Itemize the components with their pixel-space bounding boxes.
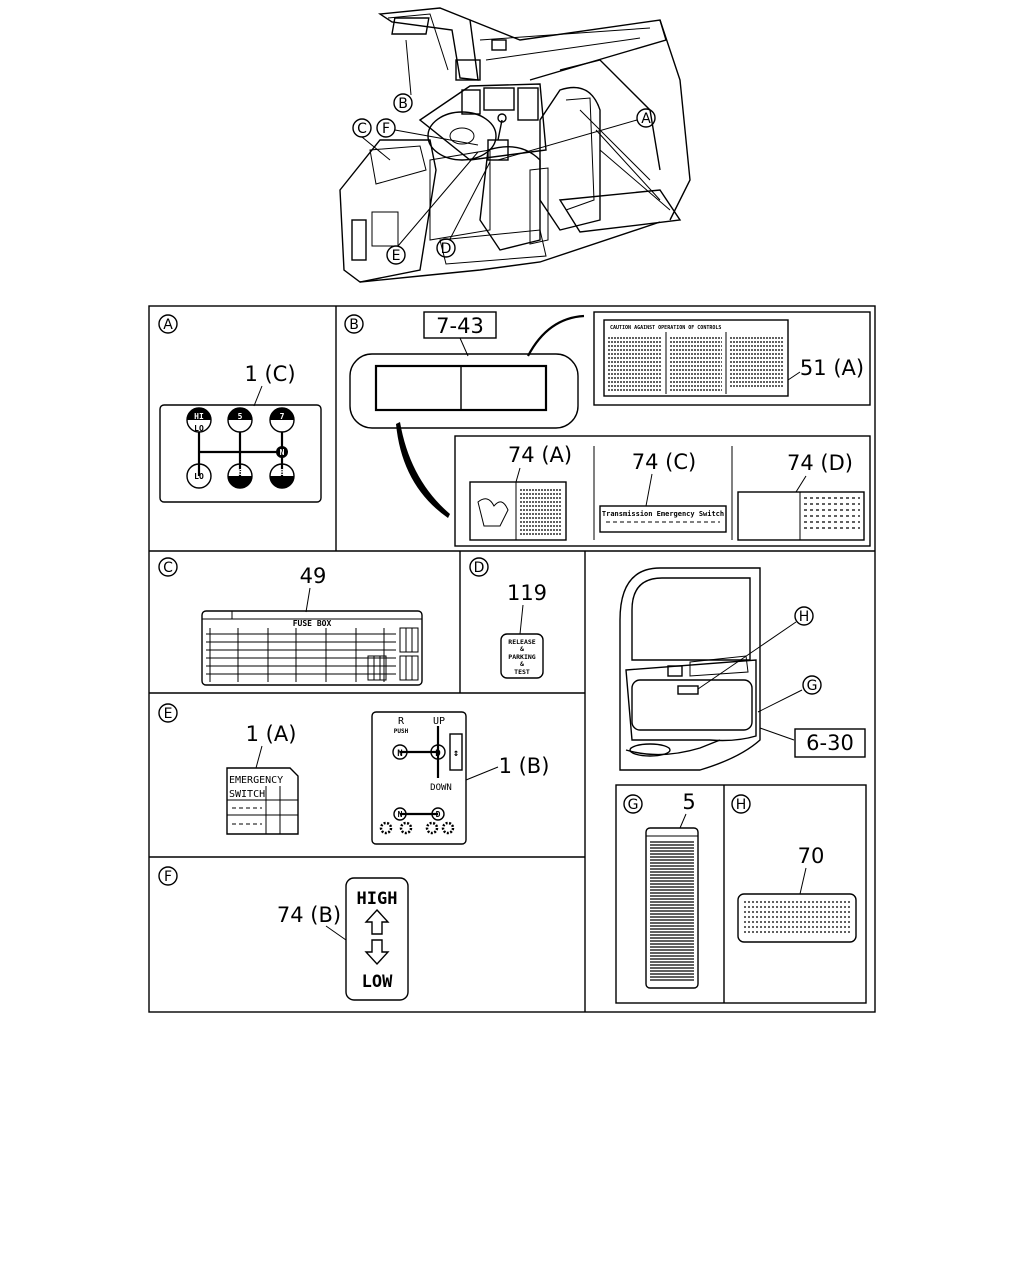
panel-b-letter: B bbox=[349, 317, 359, 333]
callout-a: A bbox=[641, 111, 651, 127]
fuse-box-label: FUSE BOX bbox=[201, 610, 423, 686]
svg-text:&: & bbox=[520, 645, 524, 653]
svg-text:7: 7 bbox=[280, 412, 285, 421]
panel-d: D 119 RELEASE & PARKING & TEST bbox=[469, 557, 547, 679]
panel-c: C 49 FUSE BOX bbox=[158, 557, 423, 686]
svg-text:TEST: TEST bbox=[514, 668, 530, 676]
svg-text:UP: UP bbox=[433, 716, 445, 727]
callout-e: E bbox=[392, 248, 401, 264]
panel-a: A 1 (C) HI LO 5 7 N LO 6 bbox=[158, 314, 322, 503]
svg-text:N: N bbox=[398, 810, 403, 819]
part-74b-label: 74 (B) bbox=[277, 903, 341, 927]
svg-text:8: 8 bbox=[280, 468, 285, 477]
part-1c-label: 1 (C) bbox=[244, 362, 295, 386]
svg-text:LO: LO bbox=[194, 424, 204, 433]
fuse-box-title: FUSE BOX bbox=[293, 619, 332, 628]
svg-text:EMERGENCY: EMERGENCY bbox=[229, 775, 283, 786]
switch-1b-label: R PUSH UP N D ↕ DOWN N D bbox=[371, 711, 467, 845]
svg-text:HI: HI bbox=[194, 412, 204, 421]
overview-callouts: B C F A D E bbox=[352, 39, 656, 265]
part-1a-label: 1 (A) bbox=[246, 722, 297, 746]
panel-a-letter: A bbox=[163, 317, 173, 333]
panel-h-letter: H bbox=[736, 797, 747, 813]
panel-g-letter: G bbox=[628, 797, 639, 813]
tes-text: Transmission Emergency Switch bbox=[602, 510, 724, 518]
shift-pattern-label: HI LO 5 7 N LO 6 8 bbox=[159, 404, 322, 503]
svg-text:5: 5 bbox=[238, 412, 243, 421]
part-51a-label: 51 (A) bbox=[800, 356, 864, 380]
part-74d-label: 74 (D) bbox=[787, 451, 853, 475]
part-74a-label: 74 (A) bbox=[508, 443, 572, 467]
panel-f: F 74 (B) HIGH LOW bbox=[158, 866, 409, 1001]
callout-c: C bbox=[357, 121, 367, 137]
svg-text:RELEASE: RELEASE bbox=[508, 638, 535, 646]
panel-g: G 5 bbox=[623, 790, 699, 989]
cab-interior-illustration bbox=[339, 7, 691, 283]
panel-h: H 70 bbox=[731, 794, 857, 943]
high-text: HIGH bbox=[357, 889, 398, 909]
svg-text:CAUTION AGAINST OPERATION OF C: CAUTION AGAINST OPERATION OF CONTROLS bbox=[610, 325, 721, 331]
svg-text:D: D bbox=[436, 810, 441, 819]
svg-text:6: 6 bbox=[238, 468, 243, 477]
high-low-label: HIGH LOW bbox=[345, 877, 409, 1001]
svg-text:DOWN: DOWN bbox=[430, 783, 452, 793]
part-1b-label: 1 (B) bbox=[499, 754, 550, 778]
svg-text:N: N bbox=[280, 448, 285, 457]
caution-label-51a: CAUTION AGAINST OPERATION OF CONTROLS bbox=[603, 319, 789, 397]
panel-c-letter: C bbox=[163, 560, 173, 576]
panel-b: B 7-43 CAUTION AGAINST OPERATION OF CONT… bbox=[344, 311, 871, 547]
ref-6-30: 6-30 bbox=[806, 731, 854, 755]
door-panel: H G 6-30 bbox=[619, 567, 866, 771]
low-text: LOW bbox=[362, 972, 393, 992]
part-5-label: 5 bbox=[682, 790, 695, 814]
svg-text:N: N bbox=[397, 749, 402, 759]
callout-b: B bbox=[398, 96, 408, 112]
panel-e-letter: E bbox=[164, 706, 173, 722]
svg-text:&: & bbox=[520, 660, 524, 668]
svg-text:PUSH: PUSH bbox=[394, 728, 409, 735]
door-callout-g: G bbox=[807, 678, 818, 694]
svg-text:↕: ↕ bbox=[453, 748, 459, 759]
part-70-label: 70 bbox=[798, 844, 825, 868]
svg-text:PARKING: PARKING bbox=[508, 653, 535, 661]
panel-e: E 1 (A) EMERGENCY SWITCH R PUSH UP N D bbox=[158, 703, 550, 845]
emergency-switch-label: EMERGENCY SWITCH bbox=[226, 767, 299, 835]
callout-d: D bbox=[441, 241, 452, 257]
ref-7-43: 7-43 bbox=[436, 314, 484, 338]
door-callout-h: H bbox=[799, 609, 810, 625]
panel-frame bbox=[148, 305, 876, 1013]
svg-text:D: D bbox=[435, 749, 441, 759]
svg-text:LO: LO bbox=[194, 472, 204, 481]
svg-text:SWITCH: SWITCH bbox=[229, 789, 265, 800]
part-119-label: 119 bbox=[507, 581, 547, 605]
panel-f-letter: F bbox=[164, 869, 172, 885]
svg-text:R: R bbox=[398, 716, 405, 727]
callout-f: F bbox=[382, 121, 390, 137]
panel-d-letter: D bbox=[474, 560, 485, 576]
part-74c-label: 74 (C) bbox=[632, 450, 696, 474]
part-49-label: 49 bbox=[300, 564, 327, 588]
